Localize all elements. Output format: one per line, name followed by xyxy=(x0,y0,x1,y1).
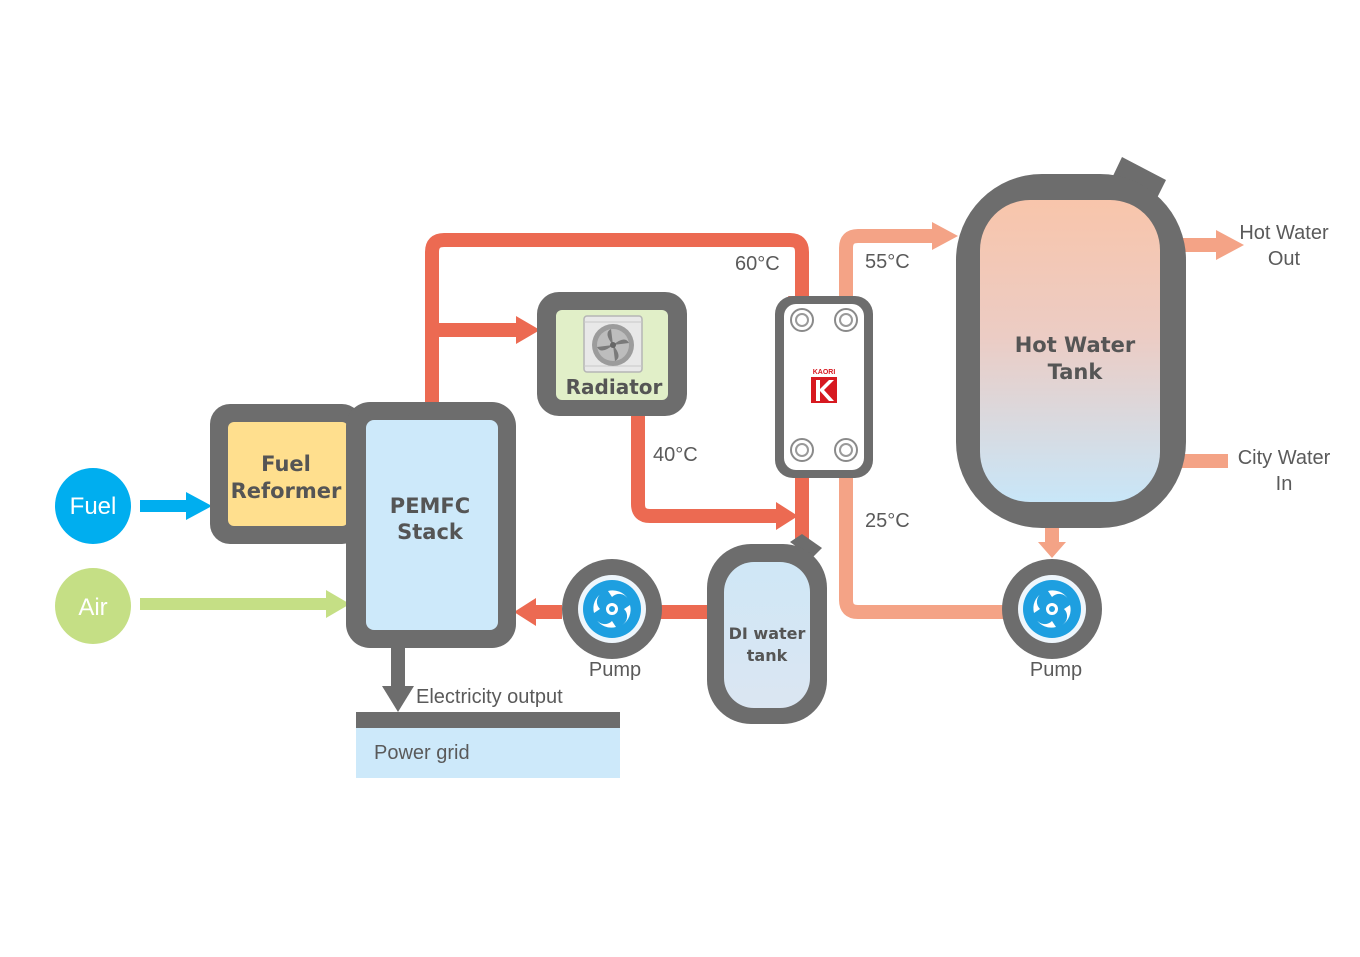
power-grid: Power grid xyxy=(356,712,620,778)
impeller-icon xyxy=(593,590,631,628)
temp-55-label: 55°C xyxy=(865,251,910,273)
hot-water-out-label-line1: Hot Water xyxy=(1239,222,1329,244)
hot-water-out-arrow xyxy=(1216,230,1244,260)
di-tank-label-line2: tank xyxy=(747,646,788,665)
fuel-reformer-label-line2: Reformer xyxy=(231,479,342,503)
hot-tank-label-line2: Tank xyxy=(1048,360,1104,384)
pump-left-label: Pump xyxy=(589,659,641,681)
pump-left: Pump xyxy=(562,559,662,681)
fuel-arrow xyxy=(186,492,212,520)
hot-tank-label-line1: Hot Water xyxy=(1015,333,1136,357)
warm-pipe-exchanger-to-tank xyxy=(839,229,934,318)
power-grid-label: Power grid xyxy=(374,742,470,764)
fuel-reformer: Fuel Reformer xyxy=(210,404,362,544)
warm-pipe-pump-to-exchanger xyxy=(839,470,1004,619)
di-tank-cap xyxy=(790,534,822,558)
pump-right: Pump xyxy=(1002,559,1102,681)
port-top-left-icon xyxy=(790,308,814,332)
city-water-in-label-line1: City Water xyxy=(1238,447,1331,469)
hot-pipe-arrow-radiator xyxy=(516,316,540,344)
air-label: Air xyxy=(78,594,107,621)
radiator-label: Radiator xyxy=(566,375,663,399)
air-input: Air xyxy=(55,568,131,644)
hot-tank-cap xyxy=(1112,157,1166,200)
impeller-icon xyxy=(1033,590,1071,628)
pump-right-label: Pump xyxy=(1030,659,1082,681)
port-bottom-right-icon xyxy=(834,438,858,462)
kaori-logo-icon: KAORI xyxy=(811,369,837,403)
heat-exchanger: KAORI xyxy=(775,296,873,478)
pemfc-label-line1: PEMFC xyxy=(390,494,470,518)
temp-40-label: 40°C xyxy=(653,444,698,466)
temp-60-label: 60°C xyxy=(735,253,780,275)
pemfc-label-line2: Stack xyxy=(397,520,464,544)
port-bottom-left-icon xyxy=(790,438,814,462)
electricity-arrow xyxy=(382,686,414,712)
cool-pipe-arrow-tank xyxy=(776,502,798,530)
fuel-label: Fuel xyxy=(70,493,117,520)
warm-pipe-arrow-tank xyxy=(932,222,958,250)
port-top-right-icon xyxy=(834,308,858,332)
fuel-input: Fuel xyxy=(55,468,131,544)
pemfc-stack: PEMFC Stack xyxy=(346,402,516,648)
fuel-reformer-label-line1: Fuel xyxy=(261,452,311,476)
warm-pipe-arrow-pump xyxy=(1038,542,1066,558)
radiator: Radiator xyxy=(537,292,687,416)
city-water-in-label-line2: In xyxy=(1276,473,1293,495)
kaori-logo-text: KAORI xyxy=(813,369,836,376)
hot-water-tank: Hot Water Tank xyxy=(956,157,1186,528)
temp-25-label: 25°C xyxy=(865,510,910,532)
air-arrow xyxy=(326,590,350,618)
di-tank-label-line1: DI water xyxy=(729,624,806,643)
electricity-output-label: Electricity output xyxy=(416,686,563,708)
hot-pipe-stack-to-exchanger xyxy=(425,233,809,405)
di-water-tank: DI water tank xyxy=(707,534,827,724)
cool-pipe-radiator-to-tank xyxy=(631,414,778,523)
hot-water-out-label-line2: Out xyxy=(1268,248,1301,270)
pipe-arrow-stack xyxy=(514,598,536,626)
fan-icon xyxy=(583,315,643,373)
